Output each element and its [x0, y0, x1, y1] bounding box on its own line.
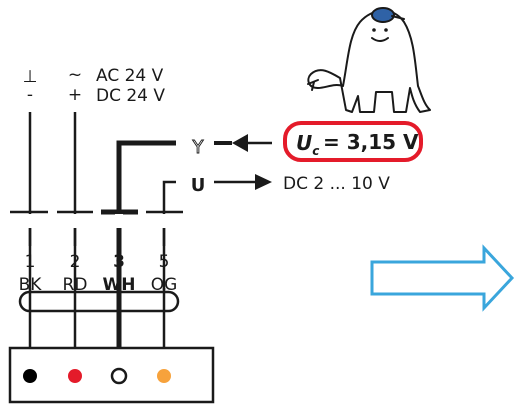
uc-value: = 3,15 V	[323, 130, 419, 154]
u-signal-symbol: U	[191, 175, 206, 196]
ground-symbol: ⊥	[23, 67, 38, 87]
terminal-5-number: 5	[159, 252, 170, 272]
terminal-2-dot	[68, 369, 82, 383]
cap-icon	[371, 7, 395, 23]
dc-supply-label: DC 24 V	[96, 86, 165, 106]
terminal-dots	[23, 367, 171, 385]
terminal-1-code: BK	[19, 275, 43, 295]
cable-sheath	[18, 290, 180, 313]
terminal-1-dot	[23, 369, 37, 383]
ac-symbol: ~	[68, 65, 82, 85]
uc-highlight-ring	[283, 121, 423, 162]
terminal-3-number: 3	[113, 252, 125, 272]
mascot-smile	[371, 37, 389, 42]
u-output-arrow	[255, 174, 272, 190]
y-signal-symbol: Y	[192, 137, 205, 158]
mascot-eye-right	[384, 28, 388, 32]
terminal-2-number: 2	[70, 252, 81, 272]
output-range-label: DC 2 ... 10 V	[283, 174, 390, 194]
terminal-3-dot	[110, 367, 128, 385]
terminal-5-code: OG	[151, 275, 178, 295]
wires	[10, 112, 183, 290]
dc-plus-symbol: +	[68, 85, 82, 105]
mascot-icon	[307, 7, 431, 113]
uc-symbol: Uc	[296, 131, 319, 158]
mascot-eye-left	[372, 28, 376, 32]
right-arrow-icon	[370, 244, 515, 312]
ac-supply-label: AC 24 V	[96, 66, 164, 86]
neutral-symbol: -	[27, 85, 33, 105]
terminal-2-code: RD	[63, 275, 88, 295]
terminal-5-dot	[157, 369, 171, 383]
terminal-1-number: 1	[25, 252, 36, 272]
wire-5	[162, 180, 176, 290]
terminal-3-code: WH	[103, 275, 136, 295]
y-input-arrow	[232, 134, 248, 152]
